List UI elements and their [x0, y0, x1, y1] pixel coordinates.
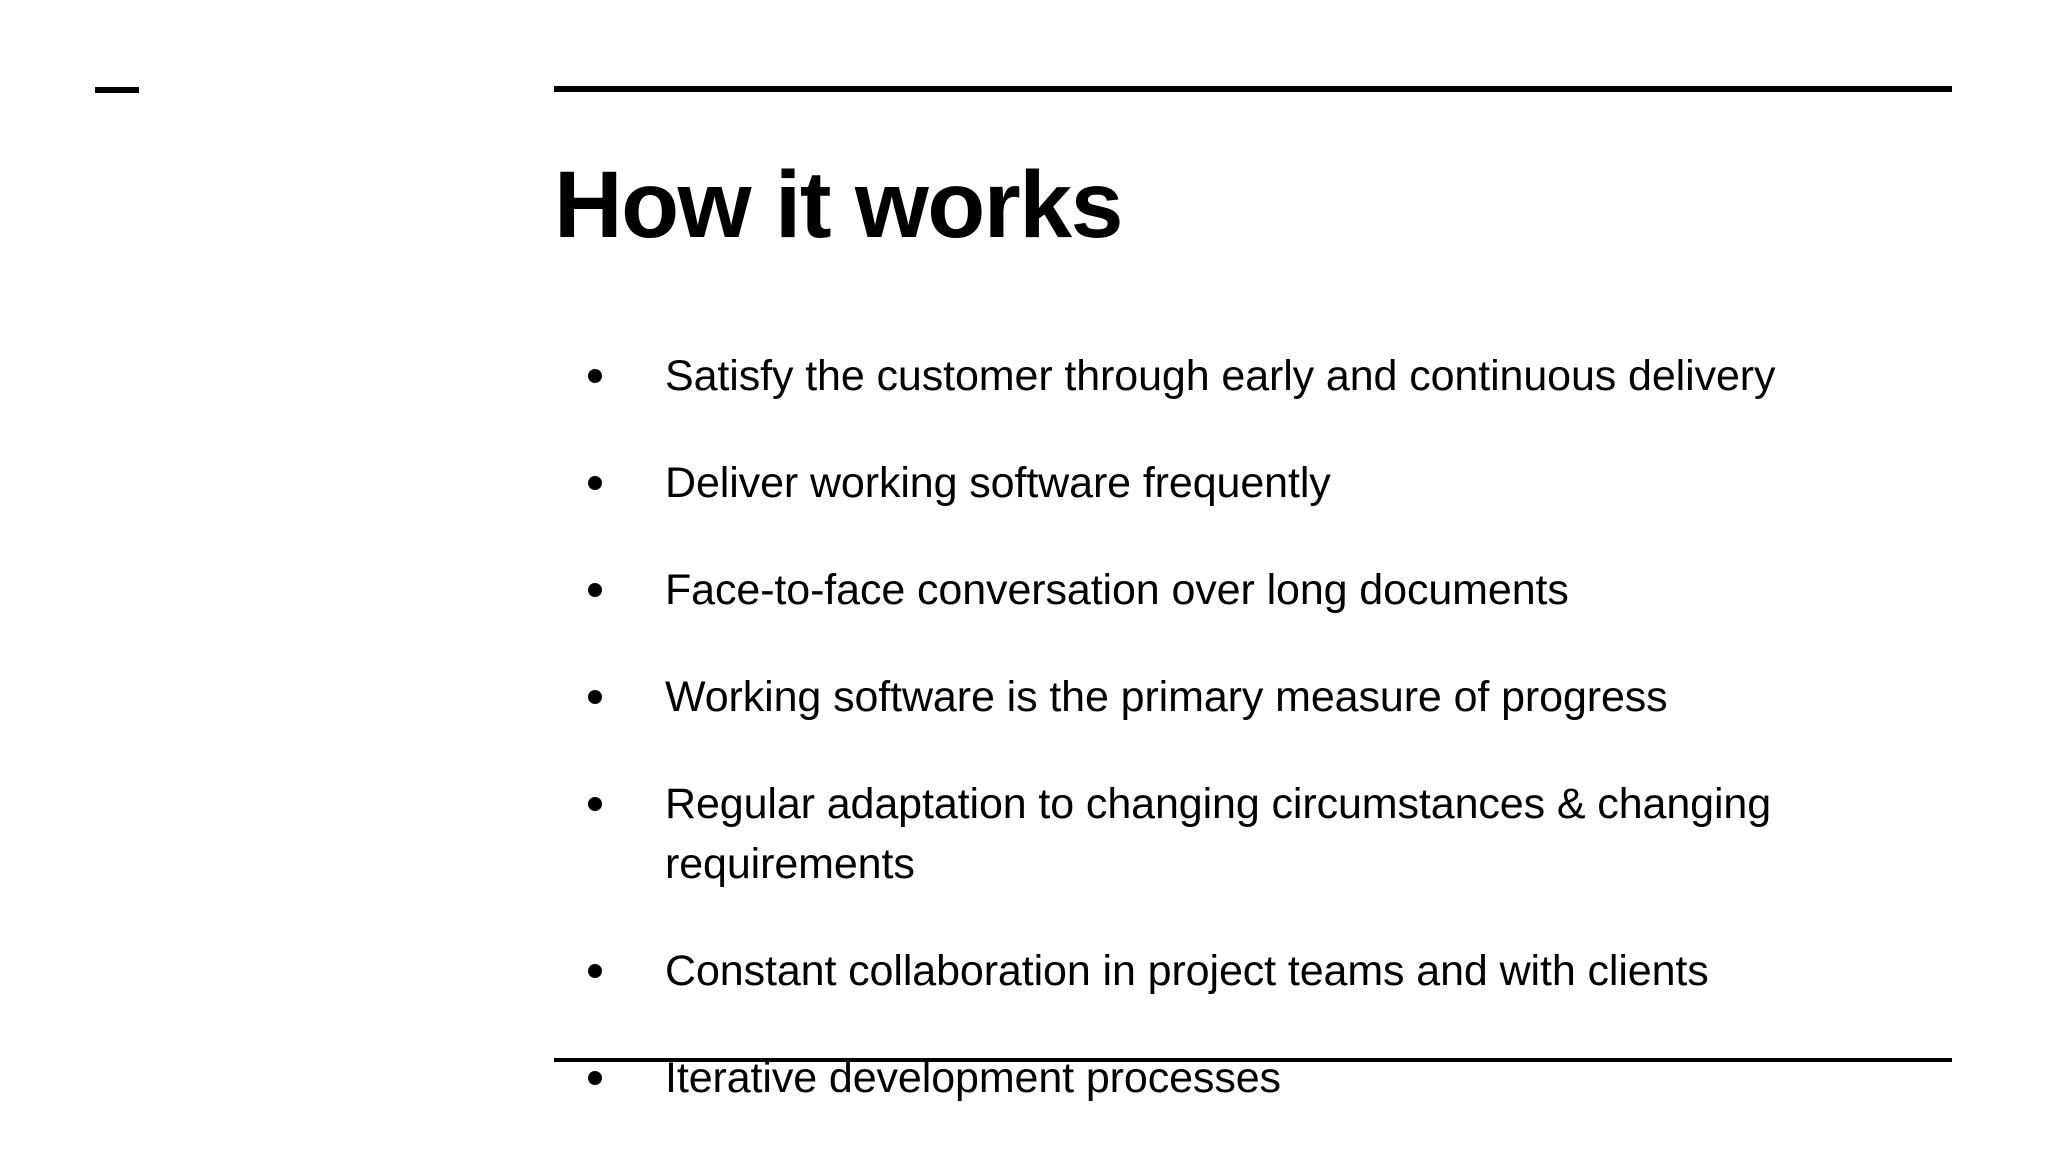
horizontal-rule-top — [554, 86, 1952, 92]
list-item-text: Constant collaboration in project teams … — [665, 947, 1709, 995]
list-item-text: Working software is the primary measure … — [665, 673, 1668, 721]
list-item: Working software is the primary measure … — [554, 667, 1952, 727]
bullet-dot-icon — [588, 690, 602, 704]
bullet-list: Satisfy the customer through early and c… — [554, 346, 1952, 1108]
list-item: Deliver working software frequently — [554, 453, 1952, 513]
list-item-text: Deliver working software frequently — [665, 459, 1331, 507]
page-title: How it works — [554, 152, 1123, 258]
list-item: Iterative development processes — [554, 1048, 1952, 1108]
list-item: Constant collaboration in project teams … — [554, 941, 1952, 1001]
dash-mark-icon — [95, 87, 139, 93]
bullet-dot-icon — [588, 583, 602, 597]
horizontal-rule-bottom — [554, 1058, 1952, 1062]
bullet-dot-icon — [588, 1071, 602, 1085]
list-item: Regular adaptation to changing circumsta… — [554, 774, 1952, 894]
list-item: Face-to-face conversation over long docu… — [554, 560, 1952, 620]
list-item-text: Satisfy the customer through early and c… — [665, 352, 1776, 400]
bullet-dot-icon — [588, 369, 602, 383]
list-item-text: Face-to-face conversation over long docu… — [665, 566, 1569, 614]
list-item-text: Iterative development processes — [665, 1054, 1281, 1102]
bullet-dot-icon — [588, 476, 602, 490]
bullet-dot-icon — [588, 797, 602, 811]
list-item-text: Regular adaptation to changing circumsta… — [665, 780, 1772, 888]
list-item: Satisfy the customer through early and c… — [554, 346, 1952, 406]
bullet-dot-icon — [588, 964, 602, 978]
